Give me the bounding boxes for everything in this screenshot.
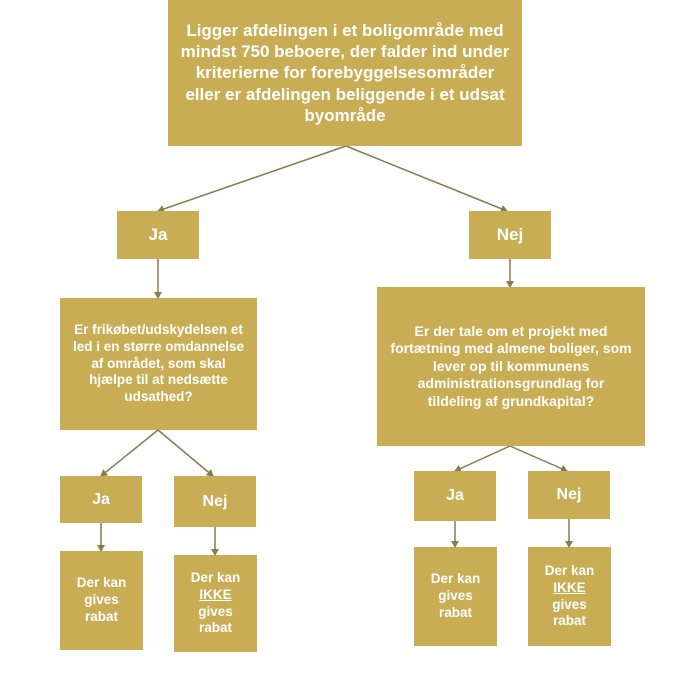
- right-no-result-emph: IKKE: [553, 579, 586, 595]
- arrow-rq-to-nej: [509, 445, 568, 473]
- right-yes-result-box: Der kan gives rabat: [414, 547, 497, 646]
- right-no-result-box: Der kan IKKE gives rabat: [528, 547, 611, 646]
- left-no-label: Nej: [202, 492, 228, 510]
- right-yes-result-text: Der kan gives rabat: [430, 571, 481, 620]
- right-question-box: Er der tale om et projekt med fortætning…: [377, 287, 645, 446]
- arrow-lq-to-nej: [157, 429, 214, 477]
- left-no-result-before: Der kan: [190, 569, 241, 585]
- right-yes-label: Ja: [446, 487, 464, 504]
- answer-ja-label: Ja: [148, 225, 168, 245]
- right-yes-box: Ja: [414, 471, 496, 521]
- left-no-result-emph: IKKE: [199, 586, 232, 602]
- main-question-text: Ligger afdelingen i et boligområde med m…: [180, 20, 510, 125]
- left-no-box: Nej: [174, 476, 256, 527]
- answer-nej-label: Nej: [496, 225, 524, 245]
- left-yes-result-text: Der kan gives rabat: [76, 575, 127, 624]
- right-question-text: Er der tale om et projekt med fortætning…: [390, 322, 632, 409]
- left-yes-label: Ja: [92, 490, 110, 508]
- left-question-box: Er frikøbet/udskydelsen et led i en stør…: [60, 298, 257, 430]
- right-no-result-before: Der kan: [544, 562, 595, 578]
- left-yes-result-box: Der kan gives rabat: [60, 551, 143, 650]
- left-no-result-box: Der kan IKKE gives rabat: [174, 555, 257, 652]
- main-question-box: Ligger afdelingen i et boligområde med m…: [168, 0, 522, 146]
- answer-nej-box: Nej: [469, 211, 551, 259]
- arrow-main-to-ja: [157, 145, 347, 213]
- arrow-lq-to-ja: [100, 429, 159, 477]
- arrow-rq-to-ja: [454, 445, 511, 473]
- left-question-text: Er frikøbet/udskydelsen et led i en stør…: [72, 321, 245, 405]
- left-yes-box: Ja: [60, 476, 142, 523]
- arrow-main-to-nej: [345, 145, 508, 213]
- right-no-box: Nej: [528, 471, 610, 519]
- left-no-result-after: gives rabat: [198, 603, 233, 636]
- right-no-result-after: gives rabat: [552, 596, 587, 629]
- answer-ja-box: Ja: [117, 211, 199, 259]
- right-no-label: Nej: [556, 486, 582, 503]
